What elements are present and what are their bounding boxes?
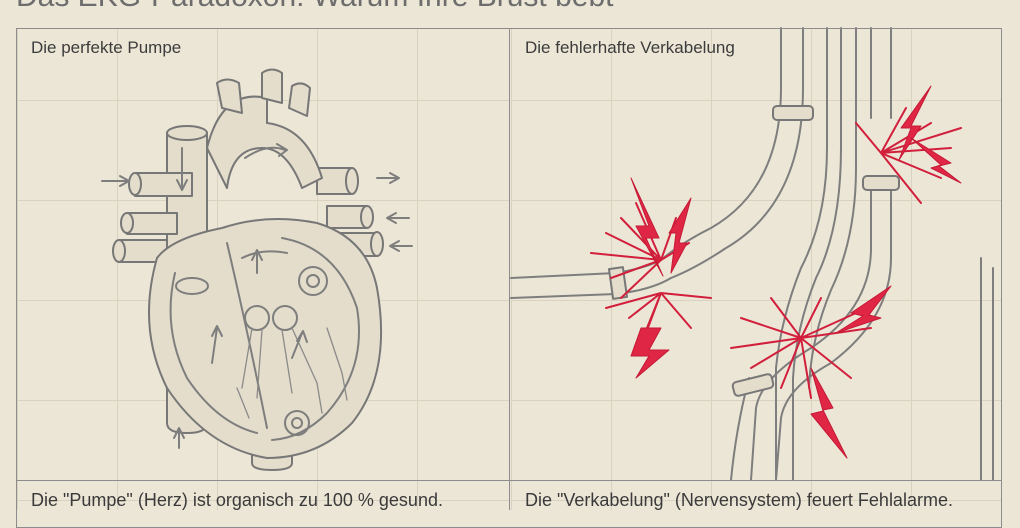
- caption-divider: [17, 480, 1001, 481]
- panel-faulty-wiring: Die fehlerhafte Verkabelung: [510, 27, 1001, 510]
- page-title: Das EKG-Paradoxon: Warum Ihre Brust bebt: [16, 0, 613, 14]
- spark-cluster-top-right: [855, 85, 962, 204]
- panel-title-pump: Die perfekte Pumpe: [31, 38, 182, 57]
- spark-cluster-middle: [730, 285, 892, 459]
- caption-wiring: Die "Verkabelung" (Nervensystem) feuert …: [525, 490, 953, 510]
- wiring-illustration: [510, 27, 994, 481]
- panel-title-wiring: Die fehlerhafte Verkabelung: [525, 38, 735, 57]
- diagram-frame: [16, 28, 1002, 528]
- panel-perfect-pump: Die perfekte Pumpe: [17, 28, 510, 510]
- heart-illustration: [101, 68, 413, 471]
- caption-pump: Die "Pumpe" (Herz) ist organisch zu 100 …: [31, 490, 443, 510]
- spark-cluster-left: [590, 177, 692, 299]
- spark-cluster-lower-left: [605, 292, 712, 379]
